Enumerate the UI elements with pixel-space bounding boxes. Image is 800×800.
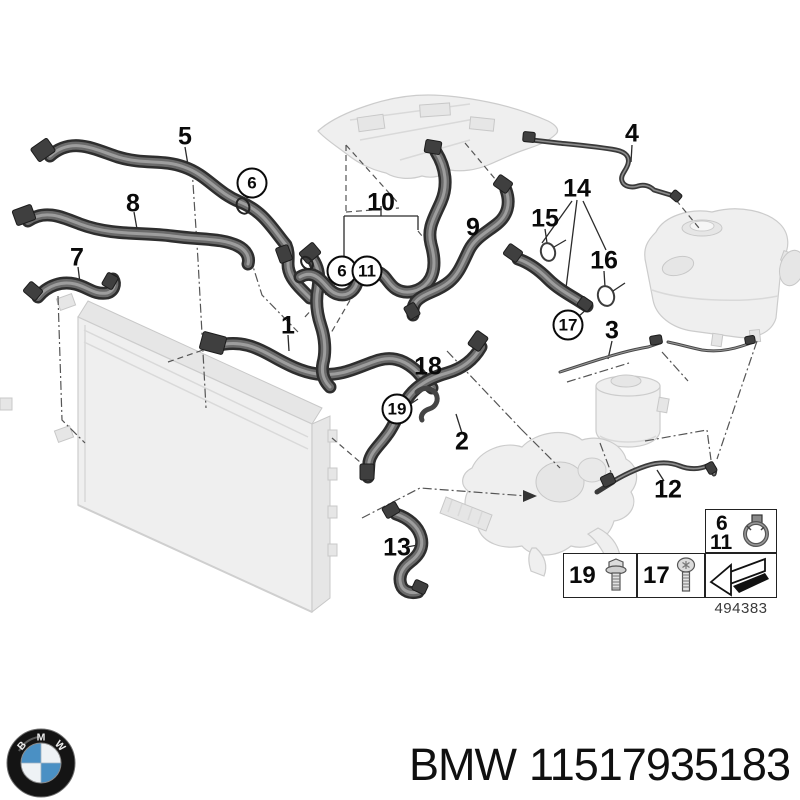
legend-clamp-label-11: 11: [710, 531, 733, 554]
callout-18: 18: [414, 352, 442, 381]
left-edge-fragment: [0, 397, 13, 411]
pump-assembly: [439, 432, 638, 577]
callout-4: 4: [625, 119, 639, 148]
callout-6-circled: 6: [236, 167, 268, 199]
o-ring-15: [539, 239, 567, 262]
callout-12: 12: [654, 475, 682, 504]
callout-10: 10: [367, 188, 395, 217]
legend-screw19-box: 19: [563, 553, 637, 598]
bracket-18: [414, 385, 440, 423]
legend-screw19-label: 19: [569, 561, 596, 589]
callout-2: 2: [455, 427, 469, 456]
hose-clamp-icon: [743, 514, 769, 547]
coolant-reservoir: [595, 374, 670, 448]
o-ring-16: [596, 282, 626, 307]
sensor-wire-3: [558, 340, 756, 374]
logo-letter-m: M: [37, 732, 46, 744]
cooling-hoses-diagram: [0, 94, 800, 614]
callout-8: 8: [126, 189, 140, 218]
callout-16: 16: [590, 246, 618, 275]
right-edge-fragment: [779, 249, 800, 287]
callout-11-circled: 11: [351, 255, 383, 287]
callout-14: 14: [563, 174, 591, 203]
legend-screw17-box: 17: [637, 553, 705, 598]
callout-1: 1: [281, 311, 295, 340]
radiator: [53, 292, 338, 614]
brand-text: BMW: [409, 739, 517, 790]
legend-clamp-box: 6 11: [705, 509, 777, 553]
legend-clamp-label-6: 6: [716, 512, 728, 535]
torx-screw-icon: [676, 556, 696, 592]
clamp-rings: [235, 197, 314, 271]
diagram-number: 494383: [714, 600, 768, 617]
hose-14: [518, 259, 587, 306]
part-number: BMW 11517935183: [409, 739, 791, 791]
flange-screw-icon: [605, 557, 627, 591]
callout-3: 3: [605, 316, 619, 345]
callout-7: 7: [70, 243, 84, 272]
callout-9: 9: [466, 213, 480, 242]
callout-13: 13: [383, 533, 411, 562]
callout-17-circled: 17: [552, 309, 584, 341]
expansion-tank: [644, 208, 795, 348]
direction-arrow-icon: [709, 557, 769, 597]
pointer-lines: [57, 142, 758, 548]
part-number-text: 11517935183: [529, 739, 791, 790]
hose-fittings: [11, 131, 756, 595]
callout-19-circled: 19: [381, 393, 413, 425]
hose-8: [28, 215, 249, 264]
callout-5: 5: [178, 122, 192, 151]
legend-arrow-box: [705, 553, 777, 598]
legend-screw17-label: 17: [643, 561, 670, 589]
vent-pipe-4: [532, 140, 674, 196]
callout-15: 15: [531, 204, 559, 233]
bmw-logo: B M W: [6, 728, 76, 798]
